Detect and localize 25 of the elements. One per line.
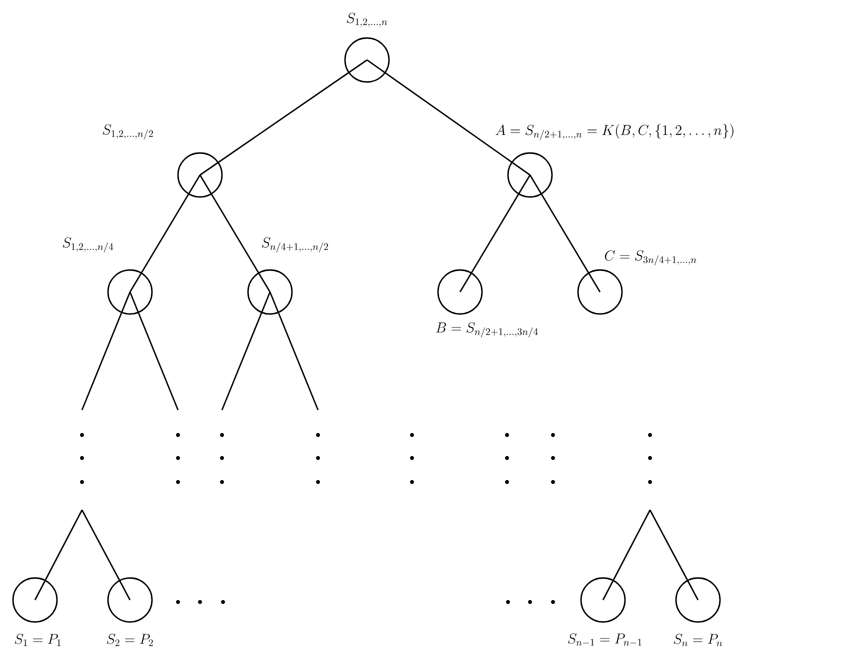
node-label: $S_{1,2,\ldots,n/4}$ — [62, 237, 114, 252]
node-label: $S_{1,2,\ldots,n}$ — [346, 12, 388, 27]
tree-branch-line — [200, 59, 368, 176]
tree-branch-line — [81, 292, 131, 410]
tree-branch-line — [129, 292, 179, 410]
tree-branch-line — [199, 174, 271, 292]
tree-branch-line — [602, 510, 651, 600]
tree-branch-line — [129, 174, 201, 292]
node-label: $S_{n/4+1,\ldots,n/2}$ — [262, 237, 328, 252]
node-label: $S_n = P_n$ — [674, 634, 722, 646]
node-label: $S_1 = P_1$ — [14, 634, 61, 646]
node-label: $S_{1,2,\ldots,n/2}$ — [102, 124, 153, 140]
tree-branch-line — [529, 174, 601, 292]
tree-branch-line — [221, 292, 271, 410]
node-label: $S_2 = P_2$ — [106, 634, 153, 646]
tree-branch-line — [81, 510, 131, 600]
node-label: $A = S_{n/2+1,\ldots,n} = K(B, C, \{1, 2, \ldots, n\})$ — [496, 124, 734, 140]
tree-branch-line — [459, 174, 531, 292]
tree-branch-line — [649, 510, 699, 600]
node-label: $B = S_{n/2+1,\ldots,3n/4}$ — [436, 322, 538, 338]
tree-branch-line — [34, 510, 83, 600]
node-label: $C = S_{3n/4+1,\ldots,n}$ — [604, 250, 696, 266]
tree-branch-line — [366, 59, 530, 176]
node-label: $S_{n-1} = P_{n-1}$ — [568, 633, 642, 646]
tree-branch-line — [269, 292, 319, 410]
